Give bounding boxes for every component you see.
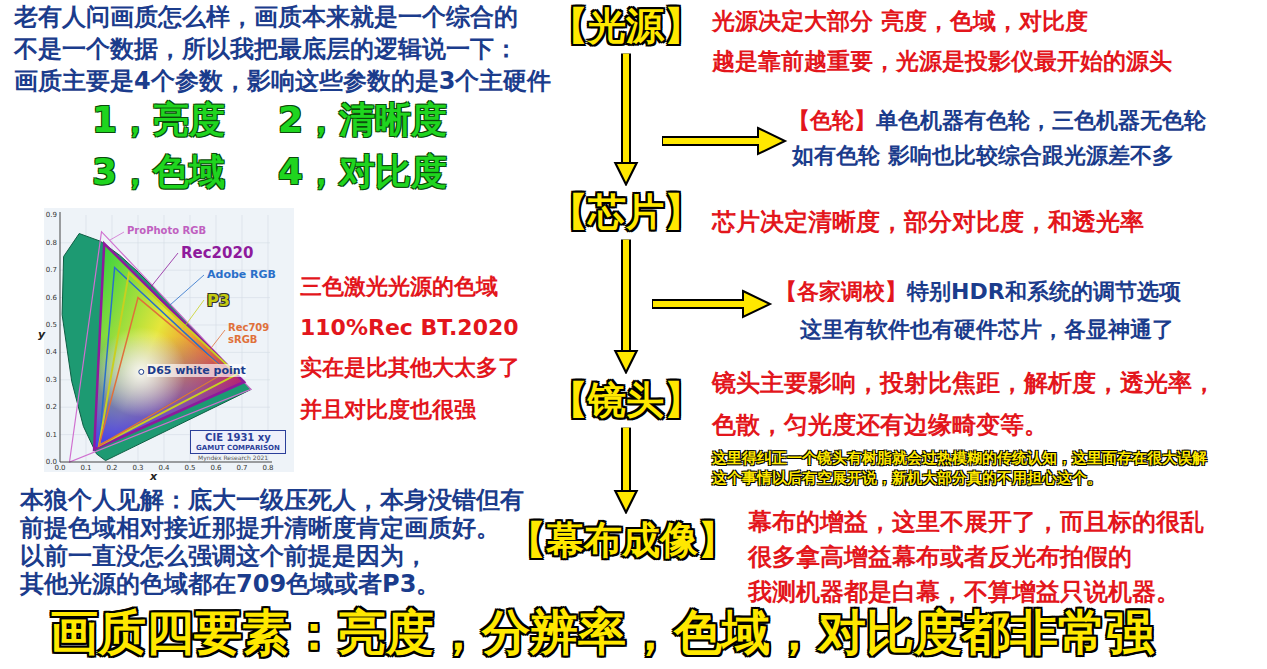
flow-step: 【芯片】 bbox=[546, 190, 706, 236]
node-text: 【芯片】 bbox=[550, 190, 702, 236]
axis-name: y bbox=[38, 328, 45, 341]
axis-tick: 0.4 bbox=[46, 348, 57, 356]
note-text: 镜头主要影响，投射比焦距，解析度，透光率， 色散，匀光度还有边缘畸变等。 bbox=[712, 362, 1219, 446]
axis-tick: 0.0 bbox=[46, 458, 57, 466]
axis-tick: 0.2 bbox=[46, 403, 57, 411]
flow-step: 【光源】 bbox=[546, 4, 706, 50]
prophoto-triangle bbox=[70, 232, 252, 462]
chart-credit: Myndex Research 2021 bbox=[198, 454, 268, 461]
gamut-name: Adobe RGB bbox=[207, 268, 276, 281]
flow-arrow bbox=[626, 428, 627, 492]
node-text: CIE 1931 xy bbox=[196, 432, 280, 444]
grid bbox=[60, 215, 270, 462]
node-text: GAMUT COMPARISON bbox=[196, 444, 280, 452]
note-text: 如有色轮 影响也比较综合跟光源差不多 bbox=[792, 143, 1174, 169]
note-text: 这里有软件也有硬件芯片，各显神通了 bbox=[800, 317, 1174, 343]
opinion-text: 本狼个人见解：底大一级压死人，本身没错但有 前提色域相对接近那提升清晰度肯定画质… bbox=[20, 486, 527, 598]
gamut-name: Rec709 bbox=[228, 322, 269, 334]
axis-tick: 0.7 bbox=[46, 266, 57, 274]
axis-name: x bbox=[150, 470, 157, 483]
note-text: 芯片决定清晰度，部分对比度，和透光率 bbox=[712, 208, 1144, 237]
chart-title-box: CIE 1931 xyGAMUT COMPARISON bbox=[190, 430, 286, 454]
gamut-name: ProPhoto RGB bbox=[127, 225, 206, 237]
gamut-note: 实在是比其他大太多了 bbox=[300, 355, 520, 381]
arrow-shaft bbox=[623, 54, 629, 164]
gamut-note: 三色激光光源的色域 bbox=[300, 274, 498, 300]
axis-tick: 0.8 bbox=[46, 239, 57, 247]
arrow-shaft bbox=[623, 428, 629, 492]
axis-tick: 0.7 bbox=[236, 464, 247, 472]
param-label: 1，亮度 bbox=[92, 98, 225, 141]
gamut-note: 并且对比度也很强 bbox=[300, 397, 476, 423]
axis-tick: 0.1 bbox=[46, 431, 57, 439]
axis-tick: 0.8 bbox=[262, 464, 273, 472]
note-text: 单色机器有色轮，三色机器无色轮 bbox=[876, 108, 1206, 134]
side-arrow bbox=[652, 291, 770, 317]
y-axis bbox=[60, 212, 61, 462]
param-label: 3，色域 bbox=[92, 150, 225, 193]
note-text: 越是靠前越重要，光源是投影仪最开始的源头 bbox=[712, 48, 1172, 76]
gamut-name: Rec2020 bbox=[181, 244, 253, 262]
arrow-shaft bbox=[623, 240, 629, 352]
flow-arrow bbox=[626, 240, 627, 352]
flow-step: 【镜头】 bbox=[546, 378, 706, 424]
intro-text: 老有人问画质怎么样，画质本来就是一个综合的 不是一个数据，所以我把最底层的逻辑说… bbox=[14, 1, 555, 97]
side-arrow bbox=[662, 128, 785, 154]
gamut-name: sRGB bbox=[228, 334, 257, 346]
axis-tick: 0.3 bbox=[46, 376, 57, 384]
axis-tick: 0.5 bbox=[46, 321, 57, 329]
p3-triangle bbox=[99, 273, 237, 446]
param-label: 2，清晰度 bbox=[278, 98, 447, 141]
x-axis bbox=[60, 462, 272, 463]
caption: 画质四要素：亮度，分辨率，色域，对比度都非常强 bbox=[50, 604, 1154, 662]
axis-tick: 0.3 bbox=[132, 464, 143, 472]
axis-tick: 0.2 bbox=[106, 464, 117, 472]
note-text: 特别HDR和系统的调节选项 bbox=[907, 279, 1181, 305]
axis-tick: 0.6 bbox=[46, 294, 57, 302]
node-text: 【幕布成像】 bbox=[508, 518, 736, 564]
param-label: 4，对比度 bbox=[278, 150, 447, 193]
arrow-outline bbox=[621, 428, 631, 492]
axis-tick: 0.5 bbox=[184, 464, 195, 472]
arrow-outline bbox=[621, 240, 631, 352]
gamut-note: 110%Rec BT.2020 bbox=[300, 315, 519, 341]
flow-arrow bbox=[626, 54, 627, 164]
white-point-label: D65 white point bbox=[147, 364, 246, 377]
part-name: 【色轮】 bbox=[788, 108, 876, 134]
node-text: 【光源】 bbox=[550, 4, 702, 50]
axis-tick: 0.1 bbox=[80, 464, 91, 472]
note-text: 这里得纠正一个镜头有树脂就会过热模糊的传统认知，这里面存在很大误解 这个事情以后… bbox=[712, 448, 1210, 488]
part-name: 【各家调校】 bbox=[775, 279, 907, 305]
flow-step: 【幕布成像】 bbox=[504, 518, 740, 564]
arrow-outline bbox=[621, 54, 631, 164]
note-text: 光源决定大部分 亮度，色域，对比度 bbox=[712, 8, 1088, 36]
axis-tick: 0.9 bbox=[46, 211, 57, 219]
d65-point bbox=[139, 369, 144, 374]
axis-tick: 0.6 bbox=[210, 464, 221, 472]
gamut-name: P3 bbox=[207, 291, 230, 310]
chart-ground bbox=[44, 208, 294, 472]
note-text: 幕布的增益，这里不展开了，而且标的很乱 很多拿高增益幕布或者反光布拍假的 我测机… bbox=[748, 505, 1207, 610]
axis-tick: 0.4 bbox=[158, 464, 169, 472]
node-text: 【镜头】 bbox=[550, 378, 702, 424]
